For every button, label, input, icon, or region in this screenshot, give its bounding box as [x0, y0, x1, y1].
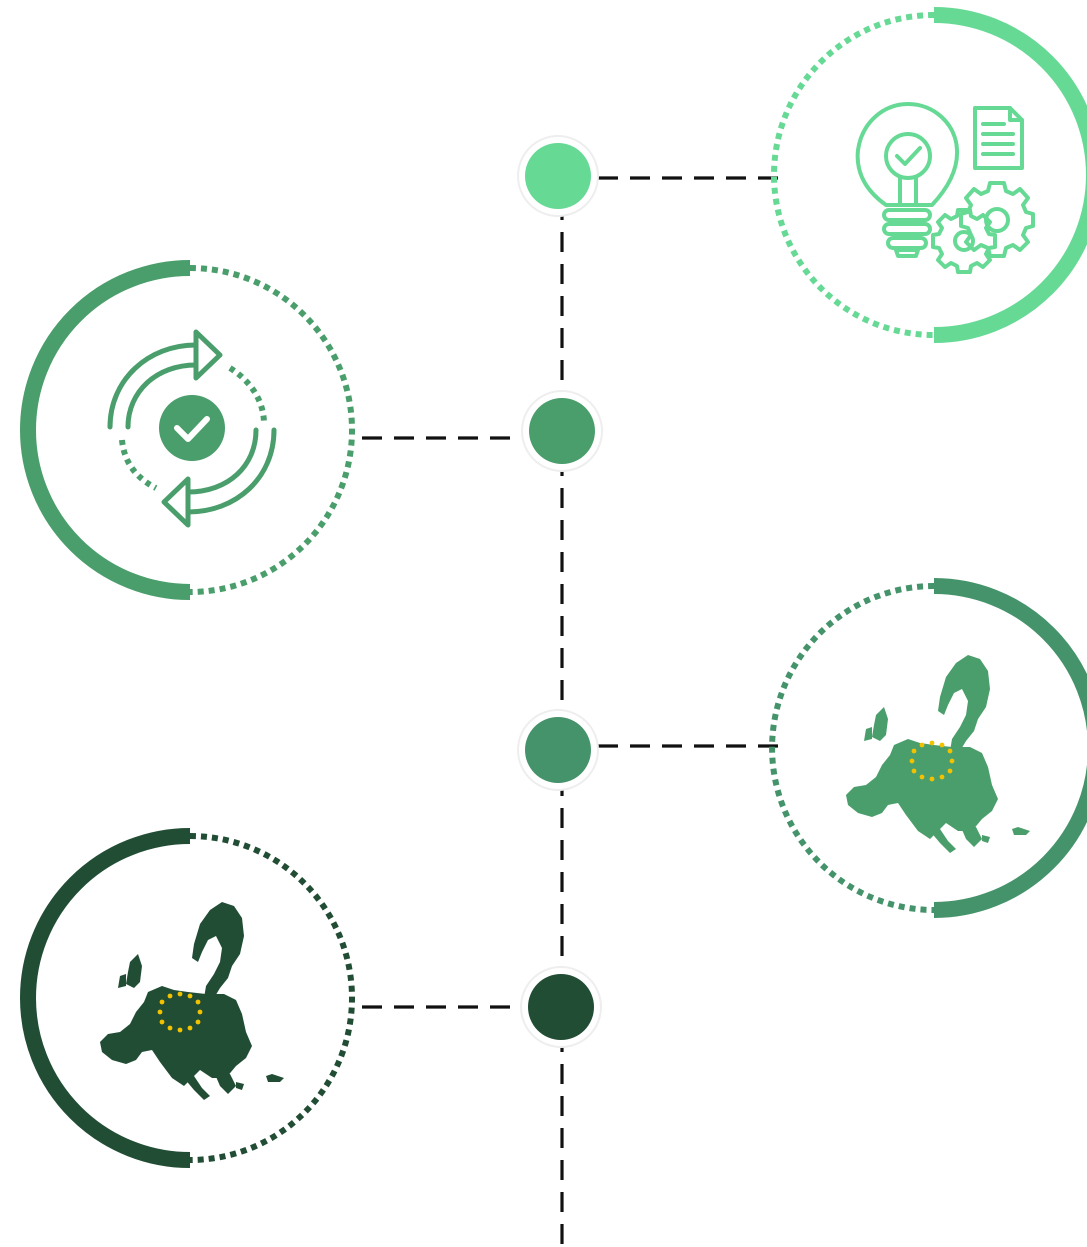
timeline-node-2	[521, 390, 603, 472]
icon-ring-2	[20, 260, 355, 600]
timeline-node-4	[520, 966, 602, 1048]
europe-map-icon	[846, 655, 1030, 853]
timeline-node-3	[517, 709, 599, 791]
node-dot-2	[529, 398, 595, 464]
timeline-node-1	[517, 135, 599, 217]
europe-map-icon-dark	[100, 902, 284, 1100]
eu-stars	[909, 740, 955, 782]
lightbulb-gears-document-icon	[855, 102, 1035, 274]
icon-ring-3	[769, 578, 1087, 918]
icon-ring-1	[771, 7, 1087, 343]
node-dot-1	[525, 143, 591, 209]
icon-ring-4	[20, 828, 355, 1168]
node-dot-3	[525, 717, 591, 783]
eu-stars-dark	[157, 991, 203, 1033]
node-dot-4	[528, 974, 594, 1040]
cycle-check-icon	[107, 329, 277, 528]
